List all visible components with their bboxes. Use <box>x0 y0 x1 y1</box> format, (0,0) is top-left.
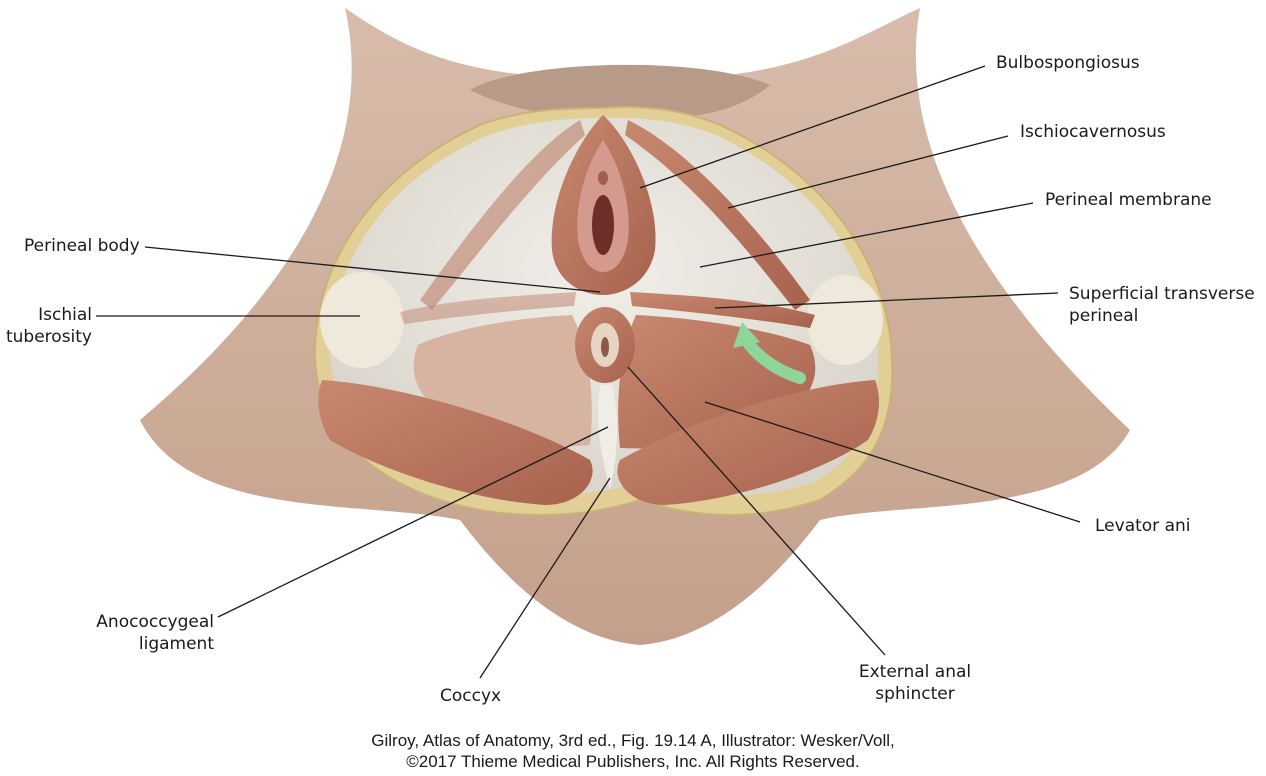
label-bulbospongiosus: Bulbospongiosus <box>996 53 1140 73</box>
label-anococcygeal-line1: Anococcygeal <box>96 612 214 632</box>
label-levator-ani: Levator ani <box>1095 516 1191 536</box>
label-external-anal-sphincter: External anal sphincter <box>840 661 990 705</box>
label-ischiocavernosus: Ischiocavernosus <box>1020 122 1166 142</box>
gluteus-maximus-left <box>318 380 593 505</box>
leader-external-anal <box>627 366 886 656</box>
label-coccyx: Coccyx <box>440 686 502 706</box>
ischiocavernosus-muscle <box>625 120 810 310</box>
figure-caption-line1: Gilroy, Atlas of Anatomy, 3rd ed., Fig. … <box>371 731 895 750</box>
label-ischial-line1: Ischial <box>38 305 92 325</box>
gluteus-maximus-right <box>617 380 880 505</box>
label-external-anal-line1: External anal <box>858 662 972 682</box>
superficial-transverse-perineal-left <box>400 292 576 324</box>
label-perineal-membrane: Perineal membrane <box>1045 190 1212 210</box>
label-superficial-transverse-line1: Superficial transverse <box>1069 284 1255 304</box>
right-ischial-tuberosity <box>807 275 883 365</box>
figure-caption-line2: ©2017 Thieme Medical Publishers, Inc. Al… <box>406 752 860 771</box>
leader-lines <box>96 65 1081 679</box>
green-arrowhead-icon <box>733 322 760 348</box>
label-superficial-transverse-line2: perineal <box>1069 306 1139 326</box>
leader-perineal-membrane <box>699 202 1034 268</box>
label-superficial-transverse-perineal: Superficial transverse perineal <box>1069 283 1255 327</box>
label-ischial-line2: tuberosity <box>5 327 92 347</box>
anococcygeal-ligament <box>598 385 618 490</box>
label-ischial-tuberosity: Ischial tuberosity <box>0 304 92 348</box>
left-ischial-tuberosity <box>320 272 404 368</box>
leader-coccyx <box>479 477 611 679</box>
vaginal-orifice <box>592 195 614 255</box>
label-anococcygeal-ligament: Anococcygeal ligament <box>60 611 214 655</box>
urethral-orifice <box>598 171 608 185</box>
leader-anococcygeal <box>217 426 609 618</box>
mons-pubis <box>470 64 770 119</box>
label-perineal-body: Perineal body <box>24 236 140 256</box>
leader-levator-ani <box>704 401 1081 523</box>
ischiocavernosus-left <box>420 120 585 310</box>
anal-opening <box>601 337 609 357</box>
label-anococcygeal-line2: ligament <box>138 634 214 654</box>
leader-superficial-transverse <box>714 292 1059 309</box>
leader-bulbospongiosus <box>639 65 986 189</box>
label-external-anal-line2: sphincter <box>875 684 955 704</box>
leader-ischiocavernosus <box>727 135 1009 209</box>
leader-perineal-body <box>144 246 601 293</box>
superficial-transverse-perineal-muscle <box>630 292 815 328</box>
